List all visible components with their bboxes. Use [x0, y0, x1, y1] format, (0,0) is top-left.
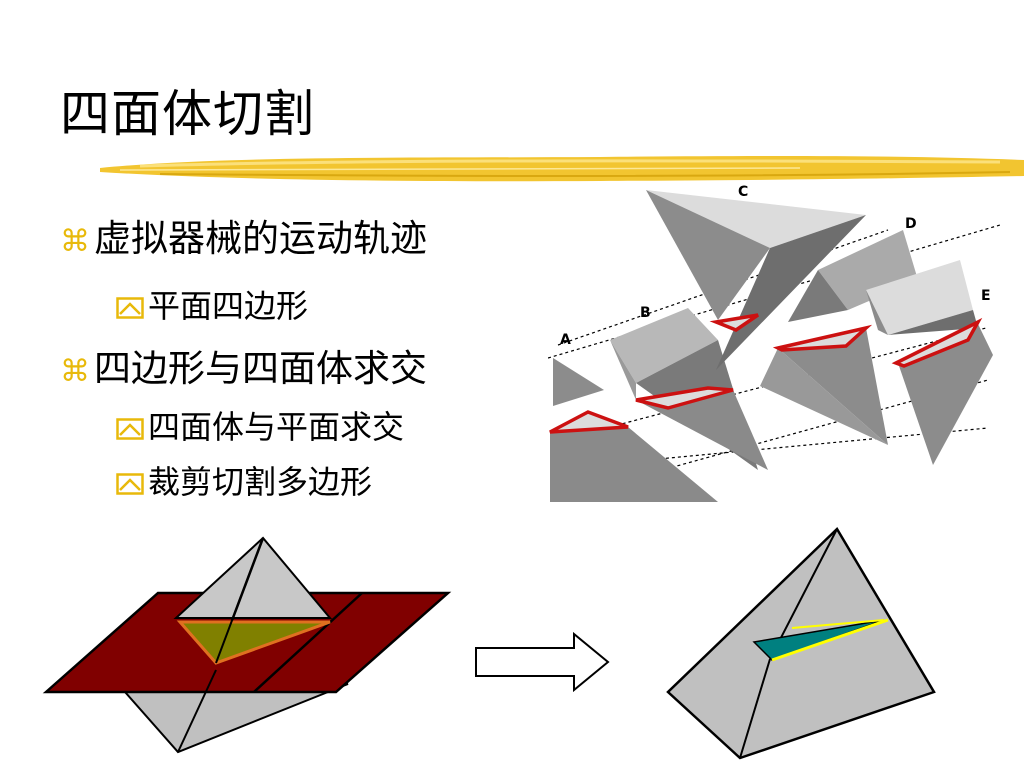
label-d: D [905, 216, 917, 232]
tetra-lower-face [122, 683, 349, 754]
tetrahedron-b [610, 308, 768, 470]
label-a: A [560, 332, 571, 348]
command-bullet-icon: ⌘ [60, 224, 90, 259]
sub-bullet-2: 四面体与平面求交 [116, 407, 404, 447]
box-bullet-icon [116, 418, 144, 440]
label-e: E [981, 288, 991, 304]
slide-title: 四面体切割 [60, 85, 315, 143]
tetrahedron-d [760, 230, 918, 445]
bullet-2-text: 四边形与四面体求交 [94, 347, 427, 390]
tetrahedra-cutting-diagram: C D E B A [548, 184, 1001, 502]
box-bullet-icon [116, 473, 144, 495]
tetra-upper-face [173, 536, 333, 619]
sub-bullet-3-text: 裁剪切割多边形 [148, 463, 373, 501]
tetrahedron-a [549, 358, 718, 502]
bullet-1: ⌘虚拟器械的运动轨迹 [60, 217, 427, 264]
tetrahedron-e [866, 260, 993, 465]
title-underline-brush [100, 156, 1024, 182]
intersection-triangle [176, 620, 331, 665]
box-bullet-icon [116, 297, 144, 319]
label-b: B [640, 305, 651, 321]
plane-intersection-diagram [42, 536, 452, 754]
sub-bullet-1-text: 平面四边形 [148, 287, 309, 325]
bullet-2: ⌘四边形与四面体求交 [60, 347, 427, 394]
label-c: C [738, 184, 748, 200]
tetrahedron-c [646, 190, 866, 370]
sub-bullet-1: 平面四边形 [116, 286, 308, 326]
right-arrow-icon [475, 632, 610, 692]
cut-tetrahedron-diagram [666, 527, 936, 760]
sub-bullet-3: 裁剪切割多边形 [116, 462, 372, 502]
command-bullet-icon: ⌘ [60, 354, 90, 389]
bullet-1-text: 虚拟器械的运动轨迹 [94, 217, 427, 260]
sub-bullet-2-text: 四面体与平面求交 [148, 408, 405, 446]
